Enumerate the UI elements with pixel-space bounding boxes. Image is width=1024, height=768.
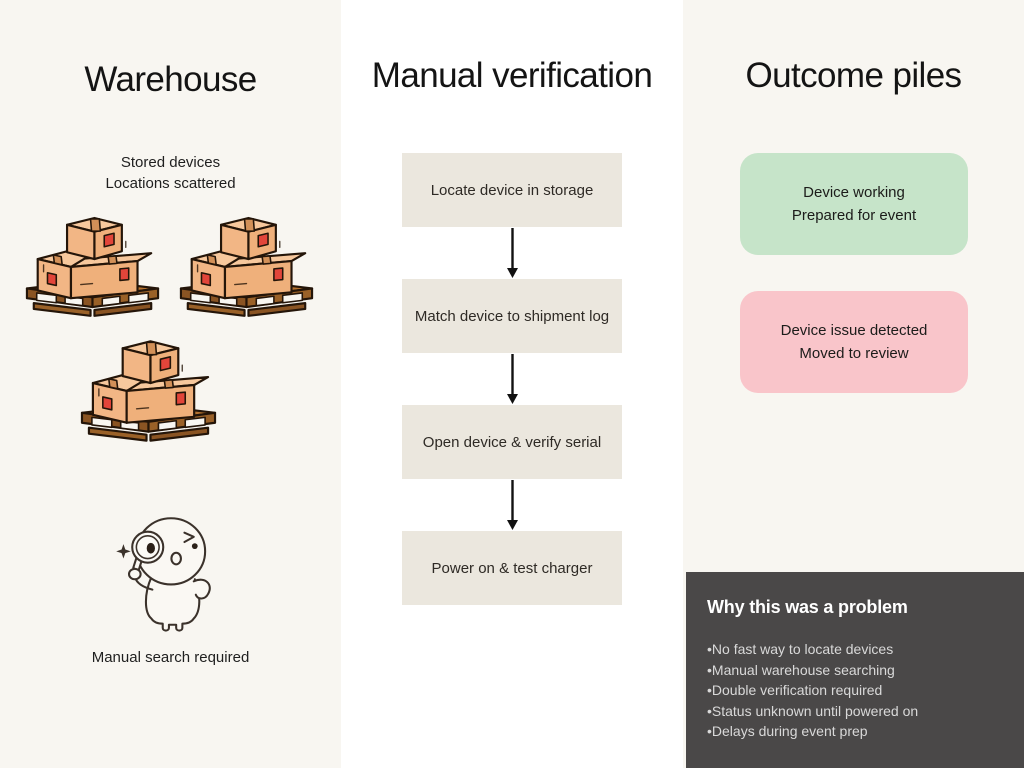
problem-bullet: Double verification required — [707, 680, 1008, 701]
flow-step: Match device to shipment log — [402, 279, 622, 353]
issue-pile-card: Device issue detected Moved to review — [740, 291, 968, 393]
flow-step: Open device & verify serial — [402, 405, 622, 479]
outcomes-column: Outcome piles Device working Prepared fo… — [683, 0, 1024, 768]
flow-step: Locate device in storage — [402, 153, 622, 227]
working-pile-line1: Device working — [803, 184, 905, 201]
problem-bullet: No fast way to locate devices — [707, 639, 1008, 660]
flow-step: Power on & test charger — [402, 531, 622, 605]
issue-pile-line2: Moved to review — [799, 345, 909, 362]
pallet-boxes-icon — [25, 216, 160, 317]
down-arrow-icon — [507, 480, 518, 530]
down-arrow-icon — [507, 228, 518, 278]
pallet-boxes-icon — [80, 340, 217, 442]
problem-bullet: Status unknown until powered on — [707, 701, 1008, 722]
outcomes-title: Outcome piles — [745, 56, 963, 95]
problem-bullet-list: No fast way to locate devices Manual war… — [707, 639, 1008, 742]
working-pile-card: Device working Prepared for event — [740, 153, 968, 255]
warehouse-title: Warehouse — [84, 60, 257, 99]
problem-panel: Why this was a problem No fast way to lo… — [686, 572, 1024, 768]
down-arrow-icon — [507, 354, 518, 404]
problem-bullet: Manual warehouse searching — [707, 660, 1008, 681]
issue-pile-line1: Device issue detected — [780, 322, 928, 339]
warehouse-caption: Manual search required — [91, 649, 250, 666]
warehouse-subtitle-line2: Locations scattered — [105, 175, 236, 192]
problem-bullet: Delays during event prep — [707, 721, 1008, 742]
verification-column: Manual verification Locate device in sto… — [341, 0, 683, 768]
warehouse-column: Warehouse Stored devices Locations scatt… — [0, 0, 341, 768]
problem-panel-title: Why this was a problem — [707, 597, 908, 617]
magnifying-glass-character-icon — [116, 517, 211, 632]
warehouse-subtitle: Stored devices Locations scattered — [0, 152, 341, 194]
working-pile-line2: Prepared for event — [791, 207, 917, 224]
verification-title: Manual verification — [371, 56, 653, 95]
pallet-boxes-icon — [179, 216, 314, 317]
warehouse-subtitle-line1: Stored devices — [120, 154, 221, 171]
